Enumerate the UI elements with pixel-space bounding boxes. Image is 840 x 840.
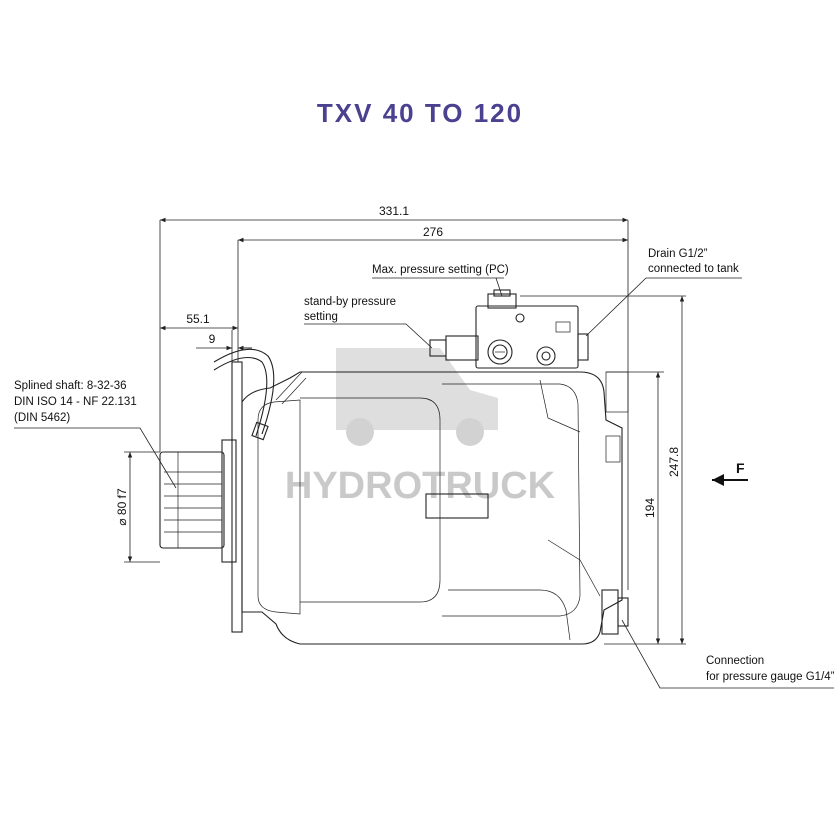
label-standby-line1: stand-by pressure	[304, 296, 396, 308]
dim-body-length: 276	[423, 225, 443, 239]
label-drain-line2: connected to tank	[648, 263, 739, 275]
flow-arrow-icon	[712, 474, 748, 486]
gauge-port	[601, 589, 619, 635]
label-shaft-line1: Splined shaft: 8-32-36	[14, 380, 127, 392]
max-pressure-screw	[487, 293, 517, 309]
standby-screw	[445, 335, 479, 361]
dim-flange-thickness: 9	[209, 332, 216, 346]
splined-shaft	[159, 451, 225, 549]
watermark-text: HYDROTRUCK	[285, 465, 556, 507]
regulator-block	[429, 289, 589, 369]
drain-hose	[213, 348, 275, 435]
label-drain-line1: Drain G1/2”	[648, 248, 708, 260]
dim-flange-offset: 55.1	[186, 312, 210, 326]
dim-height-to-port: 194	[643, 498, 657, 518]
label-shaft-line2: DIN ISO 14 - NF 22.131	[14, 396, 137, 408]
watermark-truck-icon	[336, 348, 498, 446]
name-plate	[425, 493, 489, 519]
mounting-flange	[231, 361, 243, 633]
drain-port	[577, 333, 589, 361]
page-title: TXV 40 TO 120	[316, 98, 524, 128]
dim-overall-height: 247.8	[667, 447, 681, 477]
label-shaft-line3: (DIN 5462)	[14, 412, 70, 424]
dim-shaft-diameter: ⌀ 80 f7	[115, 488, 129, 526]
label-max-pressure: Max. pressure setting (PC)	[372, 264, 509, 276]
dim-overall-length: 331.1	[379, 204, 409, 218]
label-gauge-line1: Connection	[706, 655, 764, 667]
label-standby-line2: setting	[304, 311, 338, 323]
flow-direction-label: F	[736, 460, 745, 476]
label-gauge-line2: for pressure gauge G1/4”	[706, 671, 835, 683]
